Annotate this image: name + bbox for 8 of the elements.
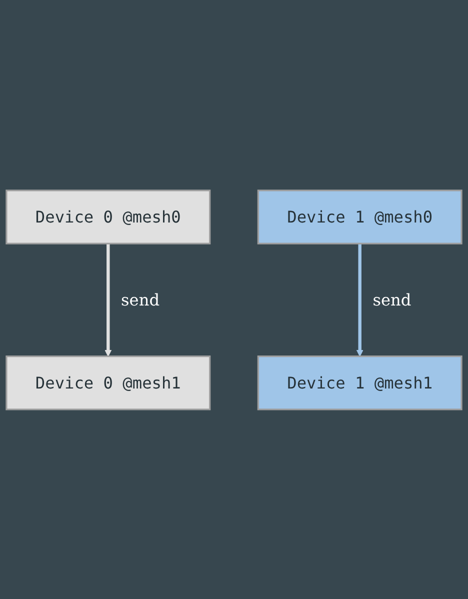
arrow — [356, 243, 364, 356]
edge-label: send — [372, 290, 412, 310]
edge-label: send — [121, 290, 160, 310]
node-box: Device 0 @mesh1 — [6, 355, 211, 410]
node-box: Device 1 @mesh1 — [257, 355, 462, 410]
arrow — [104, 243, 112, 356]
node-box: Device 0 @mesh0 — [6, 189, 211, 244]
node-box: Device 1 @mesh0 — [257, 189, 462, 244]
